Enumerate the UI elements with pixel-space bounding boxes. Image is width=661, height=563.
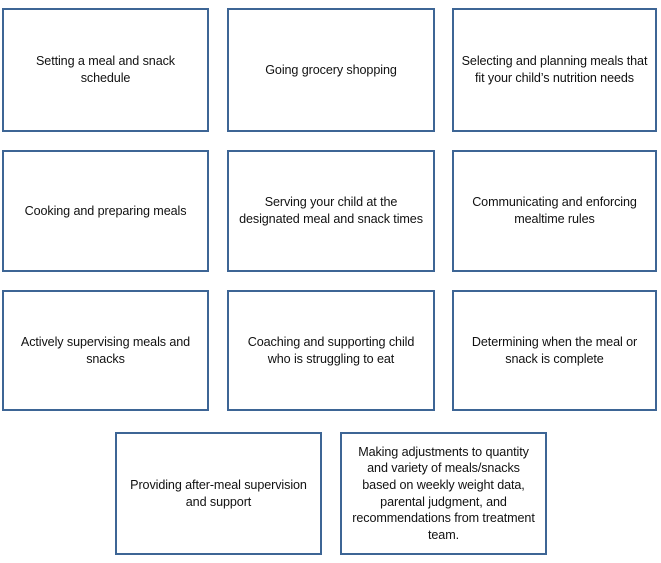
diagram-box-label: Actively supervising meals and snacks <box>20 334 191 366</box>
diagram-box-cooking-and-preparing-meals[interactable]: Cooking and preparing meals <box>2 150 209 272</box>
diagram-box-actively-supervising-meals-and-snacks[interactable]: Actively supervising meals and snacks <box>2 290 209 411</box>
diagram-box-setting-a-meal-and-snack-schedule[interactable]: Setting a meal and snack schedule <box>2 8 209 132</box>
diagram-box-label: Making adjustments to quantity and varie… <box>352 444 535 542</box>
diagram-box-label: Cooking and preparing meals <box>24 203 187 218</box>
diagram-box-label: Determining when the meal or snack is co… <box>471 334 638 366</box>
diagram-box-communicating-and-enforcing-mealtime-rules[interactable]: Communicating and enforcing mealtime rul… <box>452 150 657 272</box>
diagram-box-providing-after-meal-supervision[interactable]: Providing after-meal supervision and sup… <box>115 432 322 555</box>
diagram-box-serving-your-child[interactable]: Serving your child at the designated mea… <box>227 150 435 272</box>
diagram-box-label: Communicating and enforcing mealtime rul… <box>472 195 637 226</box>
diagram-box-label: Coaching and supporting child who is str… <box>247 334 415 366</box>
diagram-box-label: Going grocery shopping <box>265 62 397 77</box>
diagram-box-determining-when-meal-is-complete[interactable]: Determining when the meal or snack is co… <box>452 290 657 411</box>
diagram-box-label: Setting a meal and snack schedule <box>35 54 175 85</box>
diagram-box-making-adjustments-to-quantity[interactable]: Making adjustments to quantity and varie… <box>340 432 547 555</box>
diagram-box-label: Serving your child at the designated mea… <box>239 195 423 226</box>
diagram-box-label: Selecting and planning meals that fit yo… <box>461 54 648 85</box>
diagram-box-going-grocery-shopping[interactable]: Going grocery shopping <box>227 8 435 132</box>
diagram-box-label: Providing after-meal supervision and sup… <box>130 477 307 509</box>
diagram-box-coaching-and-supporting-child[interactable]: Coaching and supporting child who is str… <box>227 290 435 411</box>
diagram-box-selecting-and-planning-meals[interactable]: Selecting and planning meals that fit yo… <box>452 8 657 132</box>
